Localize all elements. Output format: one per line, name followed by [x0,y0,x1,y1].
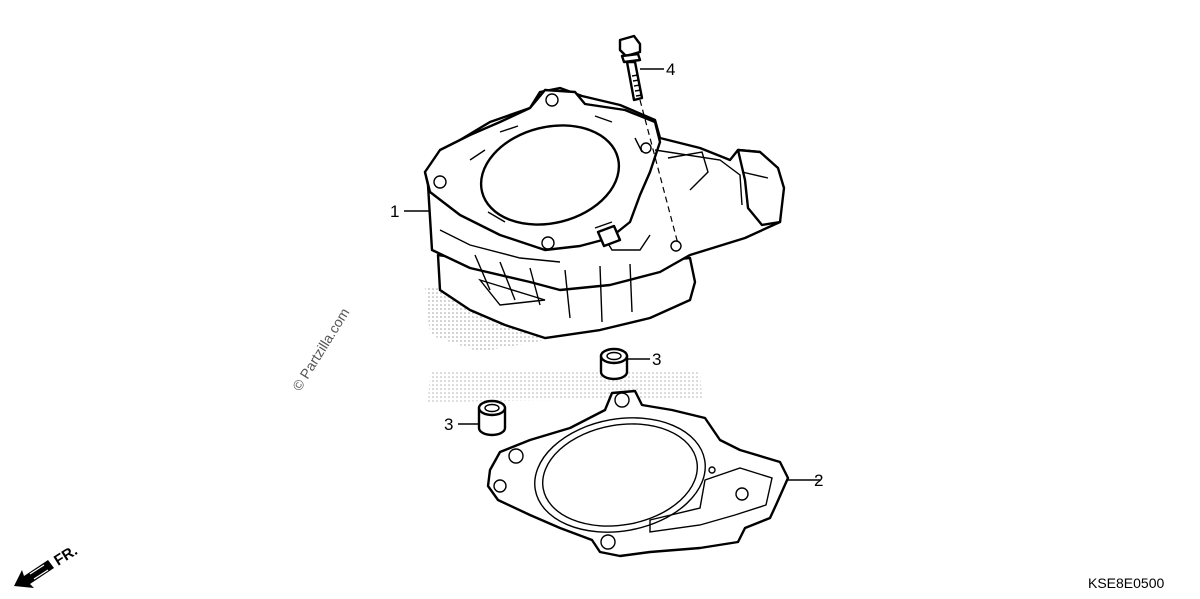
diagram-code: KSE8E0500 [1088,575,1164,591]
cylinder-gasket-part[interactable] [486,389,790,558]
callout-3-left: 3 [444,415,453,434]
callout-2: 2 [814,471,823,490]
callout-4: 4 [666,60,675,79]
cylinder-part[interactable] [423,86,786,340]
callout-3-right: 3 [652,350,661,369]
dowel-pin-right[interactable] [599,347,629,381]
bolt-part[interactable] [618,34,679,245]
dowel-pin-left[interactable] [477,399,507,437]
leader-lines [404,68,820,481]
front-arrow-icon [14,560,54,588]
callout-1: 1 [390,202,399,221]
watermark-text: © Partzilla.com [289,305,353,393]
front-indicator-label: FR. [51,542,81,569]
